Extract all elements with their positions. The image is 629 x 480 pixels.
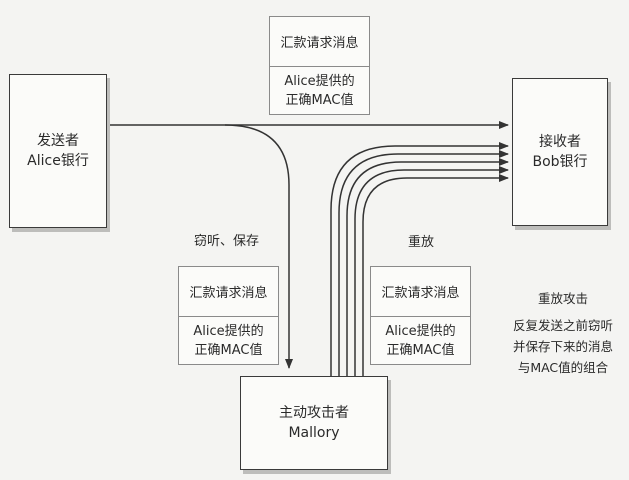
message-card-transmitted: 汇款请求消息 Alice提供的 正确MAC值 — [269, 16, 370, 115]
replay-label: 重放 — [408, 235, 435, 250]
attacker-box: 主动攻击者 Mallory — [240, 376, 388, 470]
mac-value: Alice提供的 正确MAC值 — [385, 323, 456, 358]
note-line-1: 反复发送之前窃听 — [512, 318, 613, 333]
attacker-role: 主动攻击者 — [279, 405, 349, 421]
receiver-box: 接收者 Bob银行 — [512, 78, 608, 226]
note-line-2: 并保存下来的消息 — [512, 339, 613, 354]
mac-value: Alice提供的 正确MAC值 — [193, 323, 264, 358]
message-title: 汇款请求消息 — [179, 267, 278, 317]
replay-arrow-5 — [362, 174, 509, 378]
message-title: 汇款请求消息 — [371, 267, 470, 317]
message-card-replayed: 汇款请求消息 Alice提供的 正确MAC值 — [370, 266, 471, 365]
eavesdrop-arrow — [224, 124, 293, 369]
attacker-name: Mallory — [288, 425, 340, 441]
eavesdrop-label: 窃听、保存 — [194, 234, 260, 249]
mac-value: Alice提供的 正确MAC值 — [284, 73, 355, 108]
replay-arrow-4 — [354, 166, 509, 378]
replay-arrow-3 — [346, 158, 509, 378]
replay-arrow-1 — [330, 142, 509, 378]
receiver-role: 接收者 — [539, 134, 581, 150]
note-title: 重放攻击 — [537, 291, 588, 306]
receiver-name: Bob银行 — [532, 154, 588, 170]
replay-arrow-2 — [338, 150, 509, 378]
replay-attack-note: 重放攻击 反复发送之前窃听 并保存下来的消息 与MAC值的组合 — [500, 288, 626, 378]
sender-role: 发送者 — [37, 133, 79, 149]
note-line-3: 与MAC值的组合 — [517, 360, 609, 375]
sender-name: Alice银行 — [27, 153, 89, 169]
message-card-eavesdropped: 汇款请求消息 Alice提供的 正确MAC值 — [178, 266, 279, 365]
sender-box: 发送者 Alice银行 — [9, 74, 107, 228]
message-title: 汇款请求消息 — [270, 17, 369, 67]
